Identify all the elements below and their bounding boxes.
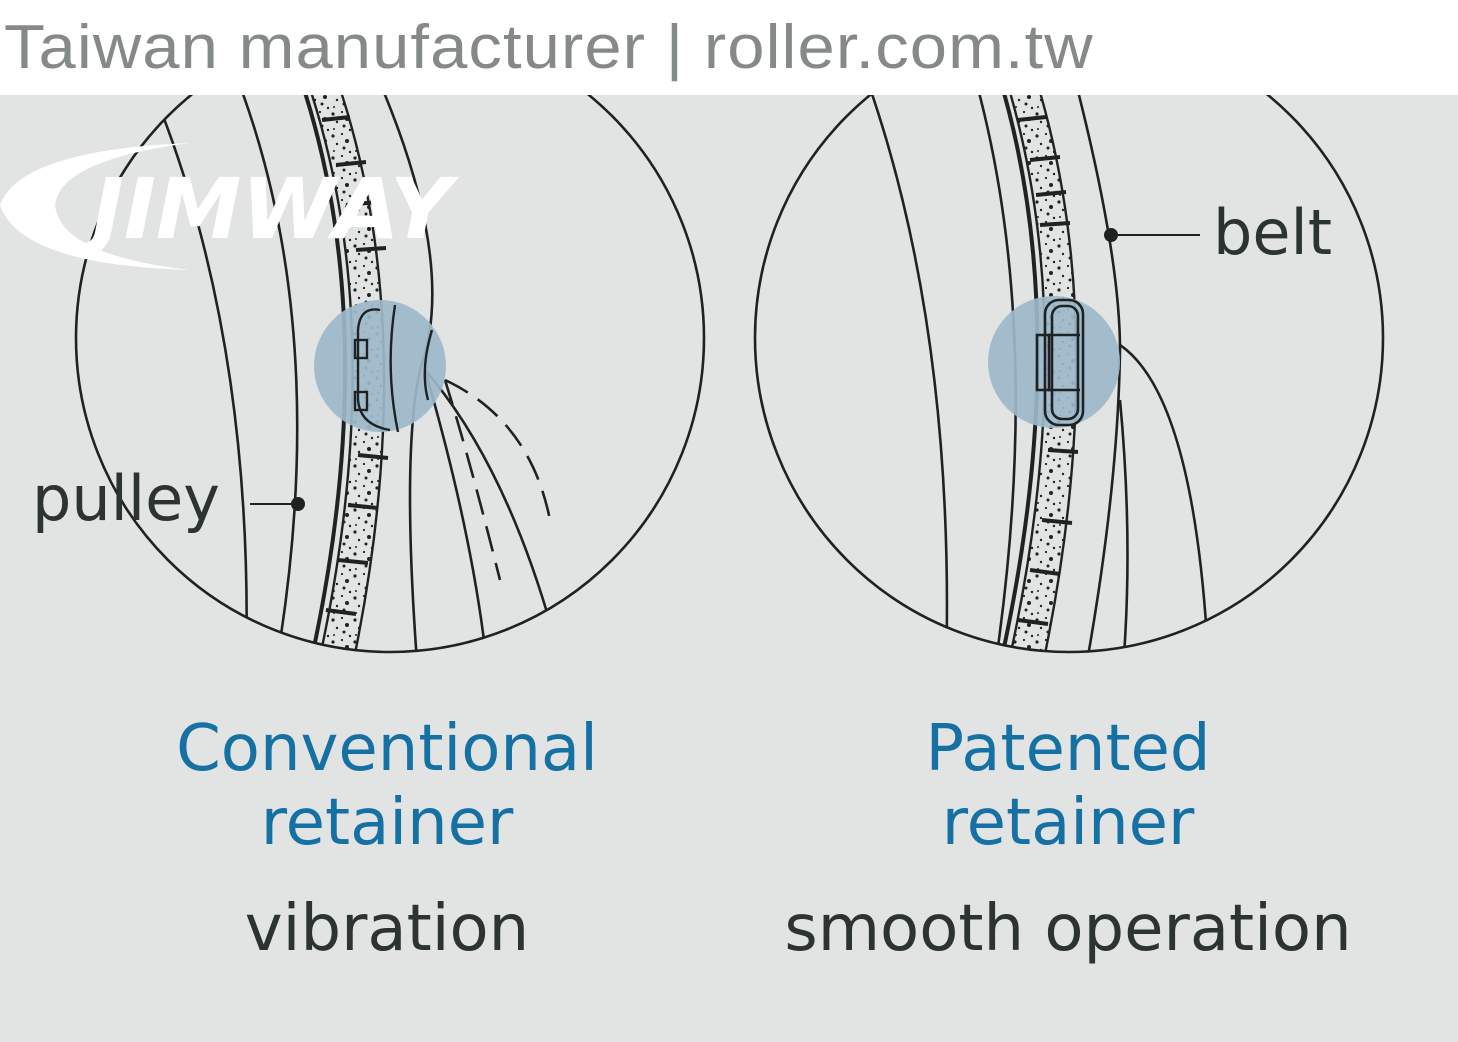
swoosh-logo-icon xyxy=(0,143,190,270)
pulley-edge xyxy=(138,95,248,652)
patented-title-line1: Patented xyxy=(925,712,1211,786)
conventional-title: Conventional retainer xyxy=(87,712,687,860)
magnifier-outline xyxy=(74,95,706,654)
patented-result: smooth operation xyxy=(784,892,1352,966)
belt-band xyxy=(298,95,386,652)
header-text: Taiwan manufacturer | roller.com.tw xyxy=(4,13,1094,82)
patented-retainer-illustration xyxy=(753,95,1385,654)
patented-title: Patented retainer xyxy=(768,712,1368,860)
conventional-title-line1: Conventional xyxy=(176,712,598,786)
pulley-label: pulley xyxy=(32,462,220,535)
highlight-circle xyxy=(988,296,1120,428)
logo-text: JIMWAY xyxy=(78,160,460,258)
jimway-logo: JIMWAY xyxy=(0,143,459,270)
diagram-panel xyxy=(0,95,1458,1042)
magnifier-outline xyxy=(753,95,1385,654)
highlight-circle xyxy=(314,300,446,432)
site-header: Taiwan manufacturer | roller.com.tw xyxy=(0,0,1458,95)
belt-callout-leader xyxy=(1104,228,1200,242)
belt-label: belt xyxy=(1213,196,1333,269)
pulley-callout-leader xyxy=(250,497,305,511)
conventional-result: vibration xyxy=(244,892,530,966)
patented-title-line2: retainer xyxy=(941,786,1195,860)
conventional-retainer-illustration xyxy=(74,95,706,654)
conventional-title-line2: retainer xyxy=(260,786,514,860)
